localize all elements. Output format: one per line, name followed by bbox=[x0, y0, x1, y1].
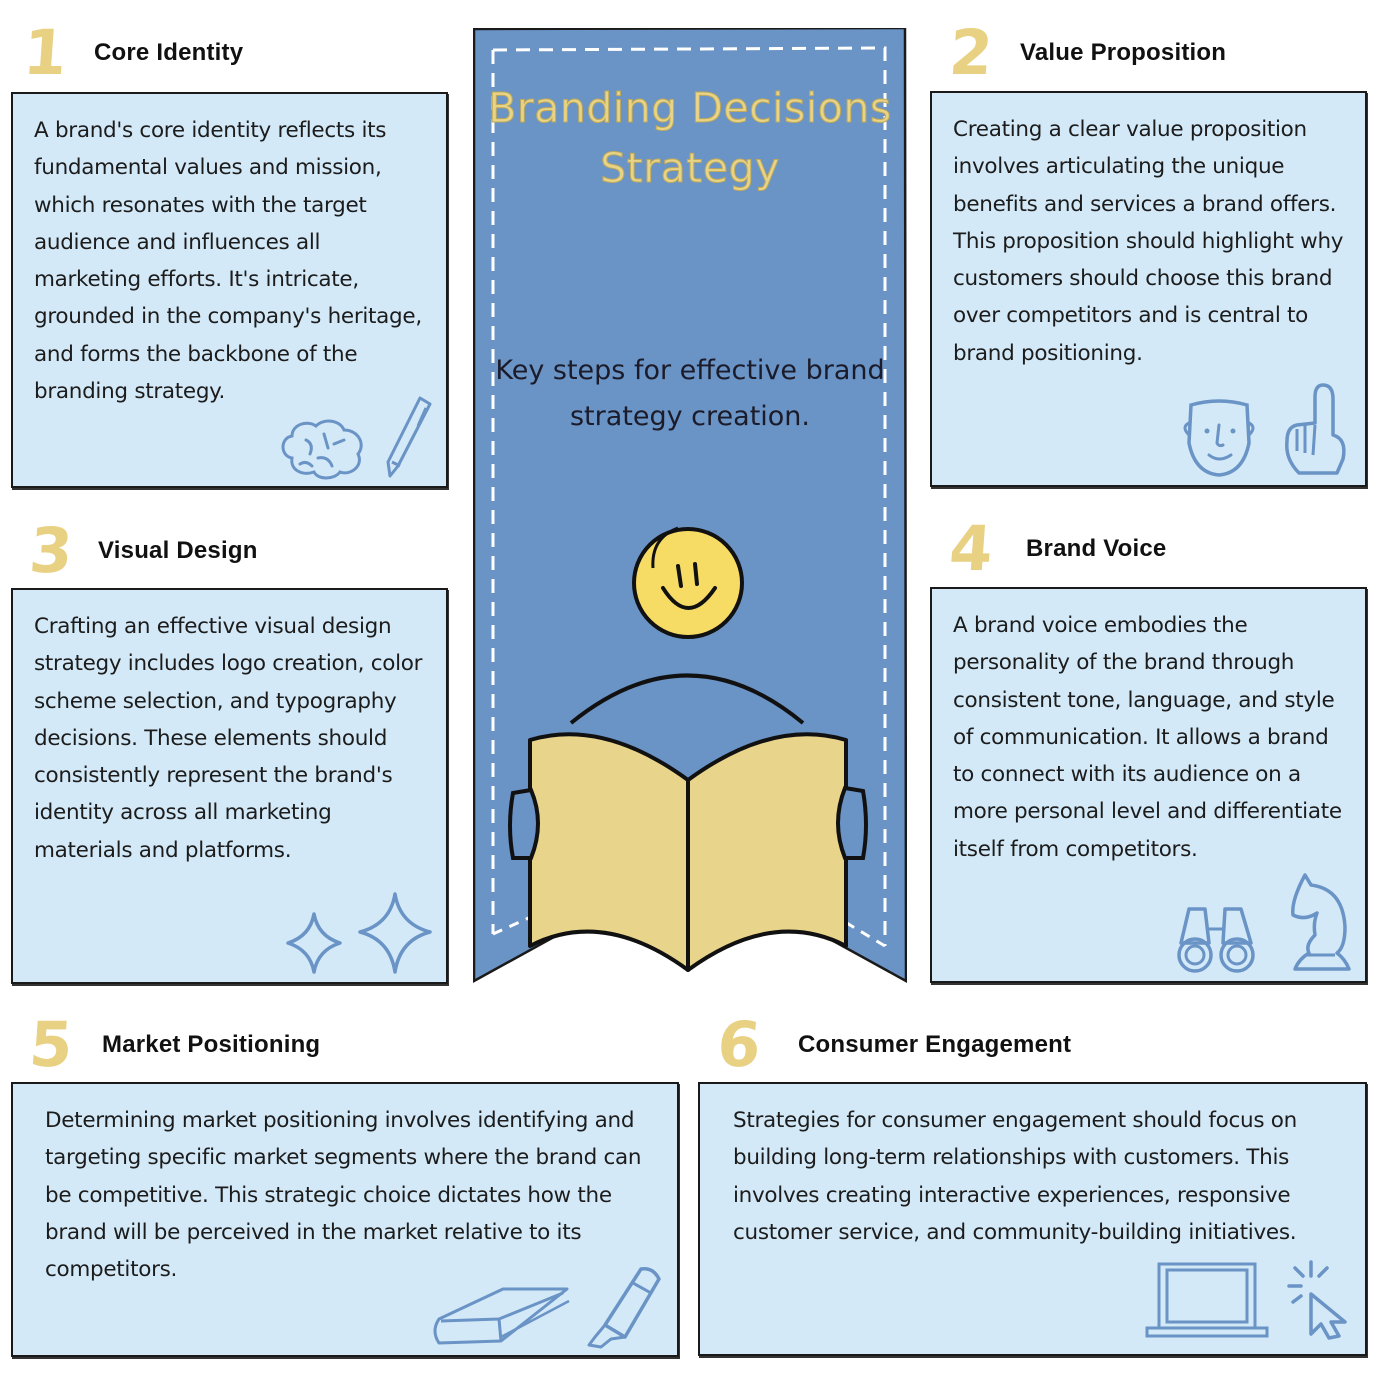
step-icons bbox=[429, 1263, 665, 1351]
step-number: 2 bbox=[946, 16, 996, 89]
step-number: 3 bbox=[26, 514, 76, 587]
number-one-hand-icon bbox=[1285, 383, 1346, 475]
binoculars-icon bbox=[1177, 907, 1255, 973]
step-3-card: Crafting an effective visual design stra… bbox=[11, 588, 448, 984]
step-title: Visual Design bbox=[98, 537, 258, 564]
step-4-card: A brand voice embodies the personality o… bbox=[930, 587, 1367, 983]
step-description: Creating a clear value proposition invol… bbox=[953, 117, 1344, 366]
person-reading-illustration bbox=[508, 526, 868, 972]
step-5-card: Determining market positioning involves … bbox=[11, 1082, 679, 1357]
step-description: A brand voice embodies the personality o… bbox=[953, 613, 1342, 862]
step-2-header: 2 Value Proposition bbox=[940, 16, 1227, 89]
step-icons bbox=[1175, 871, 1353, 975]
step-title: Consumer Engagement bbox=[798, 1031, 1072, 1058]
step-2-card: Creating a clear value proposition invol… bbox=[930, 91, 1367, 487]
step-icons bbox=[278, 394, 434, 480]
sparkle-large-icon bbox=[358, 892, 432, 974]
step-description: Strategies for consumer engagement shoul… bbox=[733, 1108, 1297, 1245]
step-number: 4 bbox=[946, 512, 996, 585]
step-title: Brand Voice bbox=[1026, 535, 1167, 562]
book-icon bbox=[433, 1287, 570, 1345]
center-banner bbox=[473, 28, 907, 983]
face-icon bbox=[1183, 399, 1255, 477]
pen-icon bbox=[386, 396, 432, 478]
step-number: 1 bbox=[20, 16, 70, 89]
page-subtitle: Key steps for effective brand strategy c… bbox=[495, 355, 885, 432]
step-1-card: A brand's core identity reflects its fun… bbox=[11, 92, 448, 488]
step-number: 6 bbox=[714, 1008, 764, 1081]
step-3-header: 3 Visual Design bbox=[20, 514, 258, 587]
step-title: Value Proposition bbox=[1020, 39, 1227, 66]
step-icons bbox=[284, 890, 434, 976]
step-title: Market Positioning bbox=[102, 1031, 321, 1058]
step-1-header: 1 Core Identity bbox=[14, 16, 244, 89]
sparkle-small-icon bbox=[286, 912, 342, 974]
step-5-header: 5 Market Positioning bbox=[20, 1008, 321, 1081]
step-description: Crafting an effective visual design stra… bbox=[34, 614, 423, 863]
step-icons bbox=[1145, 1258, 1353, 1340]
brain-icon bbox=[281, 419, 363, 480]
step-title: Core Identity bbox=[94, 39, 244, 66]
step-6-header: 6 Consumer Engagement bbox=[708, 1008, 1072, 1081]
step-description: Determining market positioning involves … bbox=[45, 1108, 642, 1283]
step-6-card: Strategies for consumer engagement shoul… bbox=[698, 1082, 1367, 1356]
laptop-icon bbox=[1145, 1262, 1269, 1338]
highlighter-icon bbox=[587, 1266, 661, 1349]
step-icons bbox=[1177, 379, 1353, 479]
step-description: A brand's core identity reflects its fun… bbox=[34, 118, 422, 405]
step-4-header: 4 Brand Voice bbox=[940, 512, 1167, 585]
chess-knight-icon bbox=[1291, 873, 1351, 971]
cursor-click-icon bbox=[1287, 1260, 1347, 1340]
step-number: 5 bbox=[26, 1008, 76, 1081]
page-title: Branding Decisions Strategy bbox=[488, 84, 892, 193]
